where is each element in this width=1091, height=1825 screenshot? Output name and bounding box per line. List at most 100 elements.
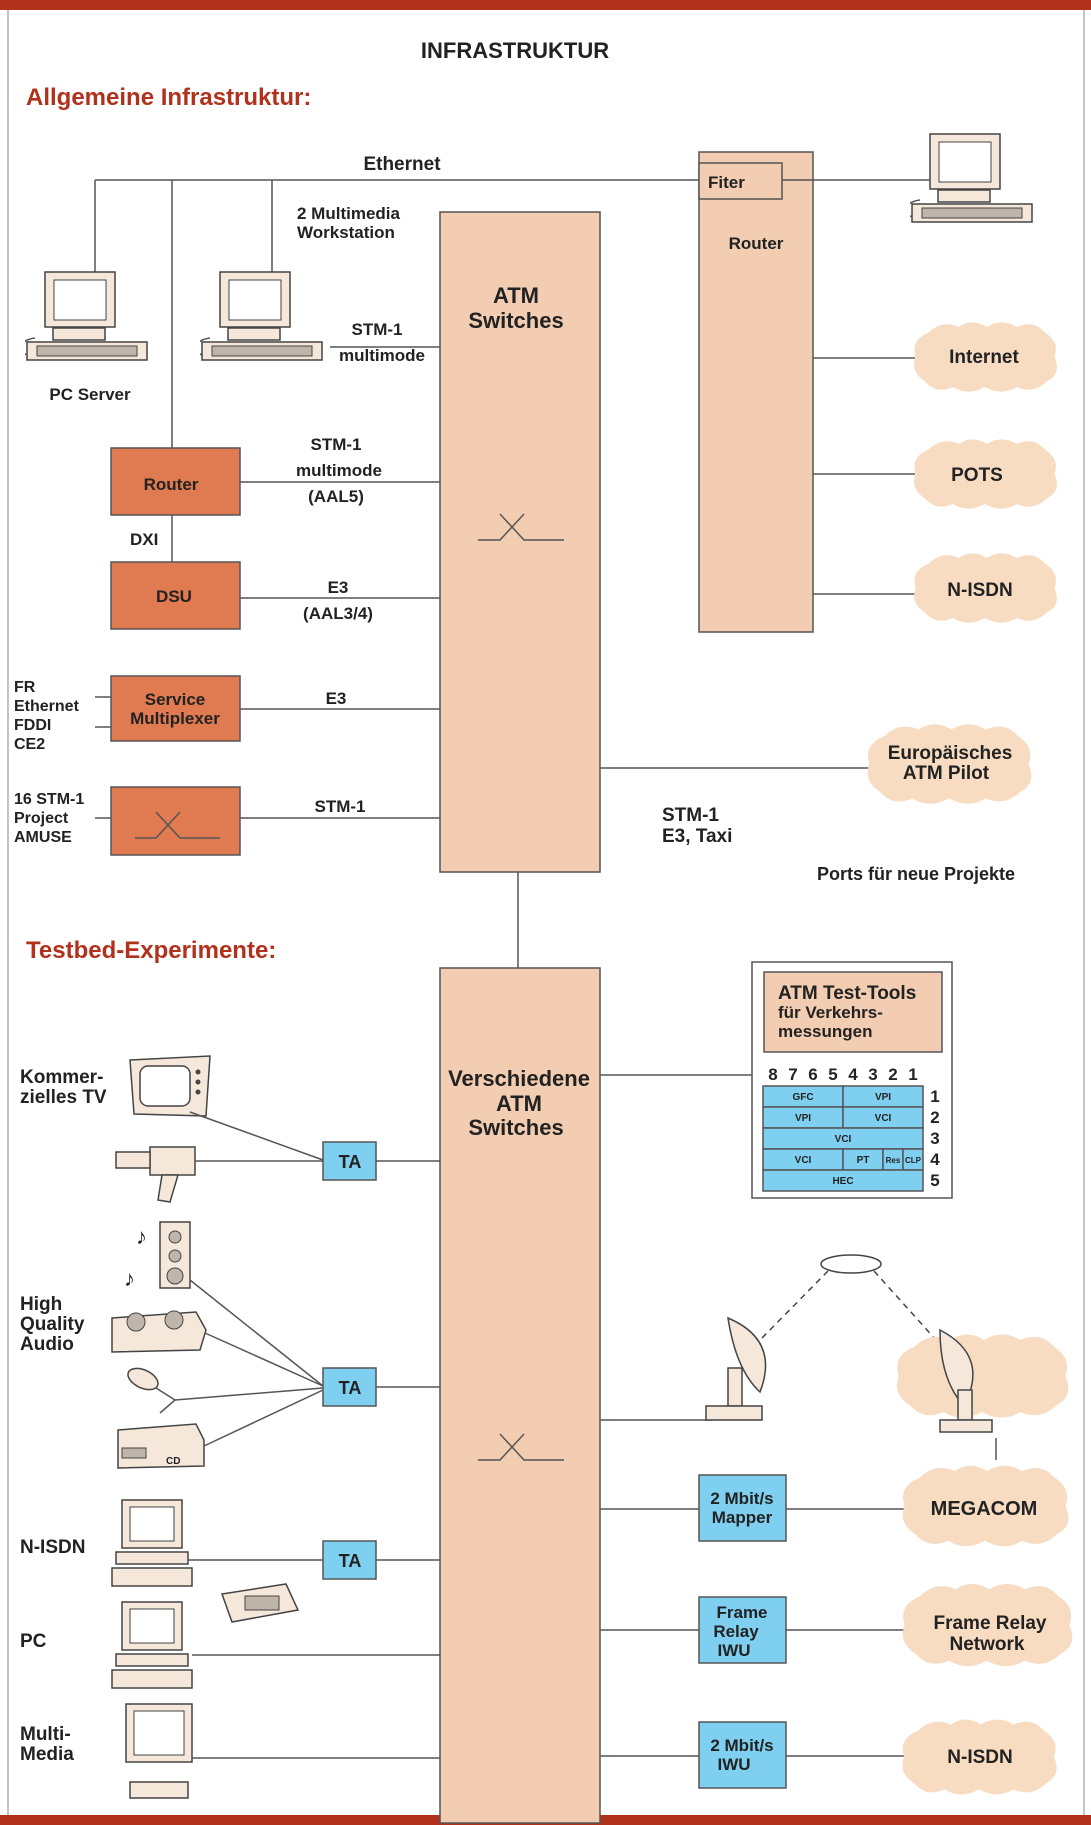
bit-label: 5 [828, 1065, 837, 1084]
section-heading-infrastructure: Allgemeine Infrastruktur: [26, 84, 311, 111]
bottom-switches-label-3: Switches [468, 1115, 563, 1140]
fr-iwu-label-2: Relay [713, 1622, 759, 1641]
tv-label-2: zielles TV [20, 1087, 107, 1108]
workstation-icon [200, 271, 323, 361]
bit-label: 8 [768, 1065, 777, 1084]
ta-label-video: TA [339, 1152, 362, 1172]
frame-relay-label-1: Frame Relay [933, 1613, 1046, 1634]
bit-label: 4 [848, 1065, 858, 1084]
header-cell-label: HEC [832, 1176, 853, 1187]
frame-relay-label-2: Network [950, 1634, 1025, 1655]
row-number-label: 4 [930, 1150, 940, 1169]
pc-label: PC [20, 1631, 47, 1652]
mm-workstation-label-2: Workstation [297, 223, 395, 242]
ta-label-audio: TA [339, 1378, 362, 1398]
fr-iwu-label-3: IWU [717, 1641, 750, 1660]
row-number-label: 2 [930, 1108, 939, 1127]
section-heading-testbed: Testbed-Experimente: [26, 937, 276, 964]
mapper-box [698, 1474, 787, 1542]
pc-icon [111, 1601, 193, 1689]
megacom-label: MEGACOM [931, 1498, 1038, 1520]
link-dsu-label-1: E3 [328, 578, 349, 597]
phone-icon [220, 1583, 300, 1623]
music-note-icon: ♪ [136, 1224, 147, 1249]
atm-pilot-label-2: ATM Pilot [903, 763, 990, 784]
satellite-icon [820, 1254, 882, 1274]
cd-player-icon: CD [117, 1423, 205, 1469]
link-ws-label-2: multimode [339, 346, 425, 365]
test-tools-label-2: für Verkehrs- [778, 1003, 883, 1022]
pots-label: POTS [951, 465, 1003, 486]
ta-box-video [322, 1141, 377, 1181]
header-cell-label: GFC [792, 1092, 813, 1103]
amuse-label-2: Project [14, 810, 69, 827]
iwu-label-1: 2 Mbit/s [710, 1736, 773, 1755]
mux-input-fr: FR [14, 679, 36, 696]
header-cell-label: VPI [795, 1113, 811, 1124]
verschiedene-switches-box [439, 967, 601, 1824]
test-tools-label-1: ATM Test-Tools [778, 983, 916, 1004]
nisdn-label-top: N-ISDN [947, 580, 1012, 601]
row-number-label: 3 [930, 1129, 939, 1148]
amuse-label-1: 16 STM-1 [14, 791, 84, 808]
link-router-label-2: multimode [296, 461, 382, 480]
satellite-cloud [896, 1334, 1069, 1418]
iwu-label-2: IWU [717, 1755, 750, 1774]
dsu-box [110, 561, 241, 630]
row-number-label: 1 [930, 1087, 939, 1106]
page-title: INFRASTRUKTUR [421, 38, 609, 63]
service-mux-label-1: Service [145, 690, 206, 709]
bit-label: 2 [888, 1065, 897, 1084]
link-router-label-1: STM-1 [311, 435, 362, 454]
ports-note: Ports für neue Projekte [817, 864, 1015, 884]
audio-label-2: Quality [20, 1314, 85, 1335]
link-dsu-label-2: (AAL3/4) [303, 604, 373, 623]
audio-label-1: High [20, 1294, 62, 1315]
isdn-pc-icon [111, 1499, 193, 1587]
atm-switches-box [439, 211, 601, 873]
fr-iwu-label-1: Frame [716, 1603, 767, 1622]
header-cell-label: VCI [875, 1113, 892, 1124]
header-cell-label: Res [886, 1156, 901, 1165]
mux-input-ethernet: Ethernet [14, 698, 80, 715]
internet-label: Internet [949, 347, 1019, 368]
service-mux-label-2: Multiplexer [130, 709, 220, 728]
audio-label-3: Audio [20, 1334, 74, 1355]
mapper-label-1: 2 Mbit/s [710, 1489, 773, 1508]
ta-box-audio [322, 1367, 377, 1407]
atm-switches-label-1: ATM [493, 283, 539, 308]
ta-box-isdn [322, 1540, 377, 1580]
iwu-box [698, 1721, 787, 1789]
filter-label: Fiter [708, 173, 745, 192]
ports-label-2: E3, Taxi [662, 826, 732, 847]
router-right-label: Router [729, 234, 784, 253]
link-mux-label: E3 [326, 689, 347, 708]
multimedia-label-2: Media [20, 1744, 74, 1765]
atm-switches-label-2: Switches [468, 308, 563, 333]
bit-label: 1 [908, 1065, 917, 1084]
link-router-label-3: (AAL5) [308, 487, 364, 506]
satellite-dish-icon [705, 1316, 767, 1421]
nisdn-left-label: N-ISDN [20, 1537, 85, 1558]
multimedia-pc-icon [125, 1703, 193, 1799]
top-red-bar [0, 0, 1091, 10]
service-multiplexer-box [110, 675, 241, 742]
dxi-label: DXI [130, 530, 158, 549]
header-cell-label: VCI [795, 1155, 812, 1166]
amuse-switch-symbol [135, 811, 220, 839]
bottom-switches-label-1: Verschiedene [448, 1066, 590, 1091]
fr-iwu-box [698, 1596, 787, 1664]
header-cell-label: PT [857, 1155, 870, 1166]
pc-server-label: PC Server [49, 385, 131, 404]
bit-label: 6 [808, 1065, 817, 1084]
row-number-label: 5 [930, 1171, 939, 1190]
nisdn-label-bottom: N-ISDN [947, 1747, 1012, 1768]
link-ws-label-1: STM-1 [352, 320, 403, 339]
router-box [698, 151, 814, 633]
tv-label-1: Kommer- [20, 1067, 103, 1088]
speaker-icon [159, 1221, 191, 1289]
mapper-label-2: Mapper [712, 1508, 773, 1527]
mux-input-fddi: FDDI [14, 717, 51, 734]
